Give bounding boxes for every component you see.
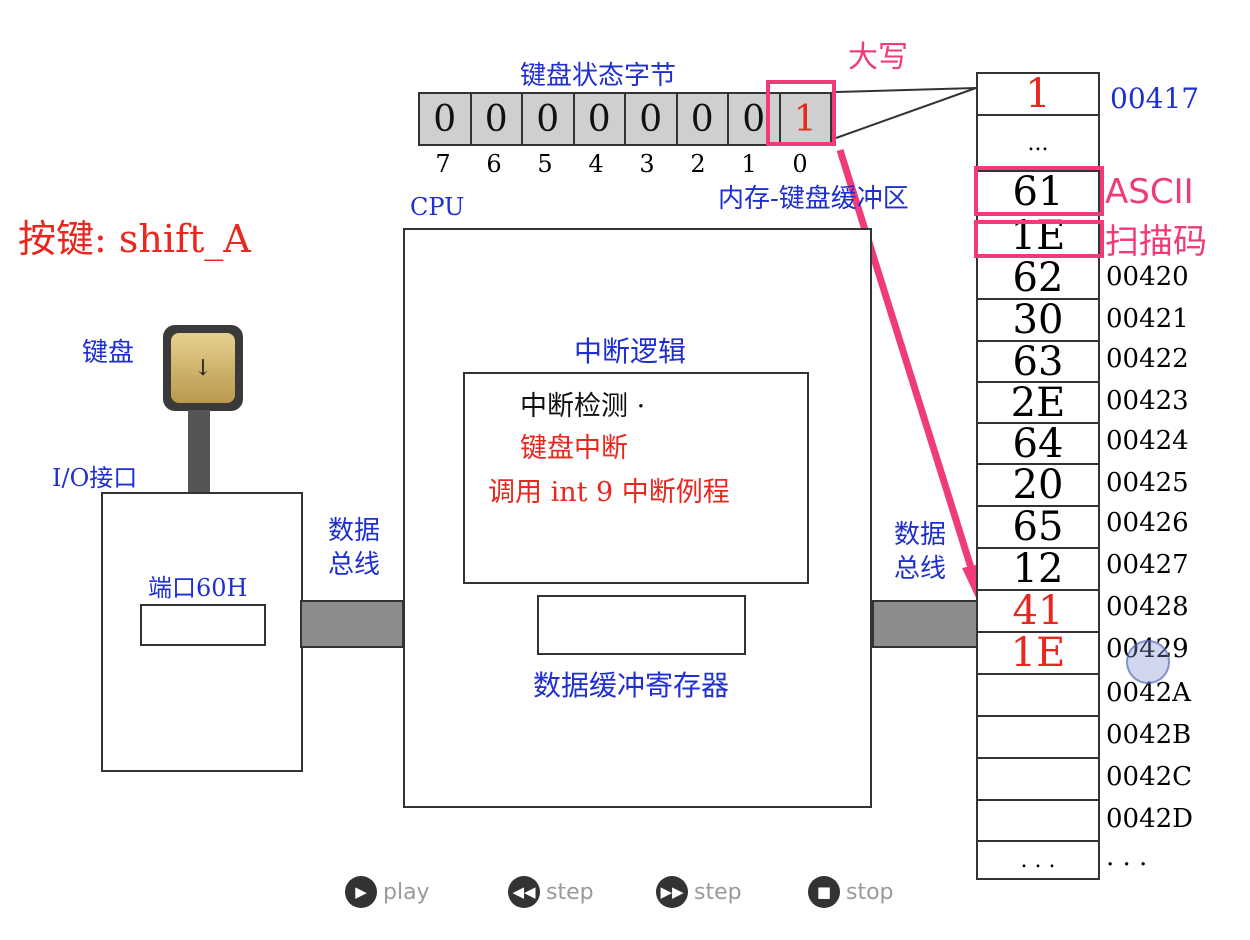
keyboard-interrupt-text: 键盘中断 [520, 433, 628, 464]
memory-bottom-border [976, 878, 1100, 880]
data-bus-left [300, 600, 404, 648]
memory-cell [976, 673, 1100, 715]
memory-cell: ... [976, 114, 1100, 170]
memory-cell: 63 [976, 340, 1100, 382]
status-bit-caps: 1 [793, 98, 817, 140]
memory-address: 0042D [1106, 804, 1194, 834]
play-button[interactable]: ▶ play [345, 876, 430, 908]
memory-cell [976, 757, 1100, 799]
io-interface-label: I/O接口 [52, 464, 138, 492]
ascii-highlight-box [974, 166, 1104, 216]
interrupt-logic-box [463, 372, 809, 584]
memory-address: 00417 [1110, 82, 1200, 115]
int9-text: 调用 int 9 中断例程 [488, 477, 730, 508]
cpu-box [403, 228, 872, 808]
rewind-icon: ◀◀ [508, 876, 540, 908]
stop-label: stop [846, 879, 894, 905]
memory-cell: 65 [976, 505, 1100, 547]
down-arrow-icon[interactable]: ↓ [171, 333, 235, 403]
cpu-label: CPU [410, 193, 465, 221]
bit-index: 6 [486, 150, 502, 178]
memory-address: 00427 [1106, 550, 1189, 580]
data-bus-left-label: 数据 总线 [328, 514, 380, 582]
memory-address: 00428 [1106, 592, 1189, 622]
bus-label-line: 数据 [894, 520, 947, 550]
status-bit: 0 [626, 94, 678, 144]
memory-address: 0042C [1106, 762, 1193, 792]
status-bit: 0 [420, 94, 472, 144]
bus-label-line: 数据 [328, 516, 381, 546]
bus-label-line: 总线 [328, 550, 381, 580]
stop-icon: ■ [808, 876, 840, 908]
memory-address: 00422 [1106, 344, 1189, 374]
data-bus-right [872, 600, 978, 648]
memory-cell: 2E [976, 381, 1100, 423]
keyboard-cable [188, 410, 210, 494]
memory-cell: 1E [976, 631, 1100, 673]
hand-cursor-icon [1126, 640, 1170, 684]
memory-cell [976, 715, 1100, 757]
status-byte-bits: 0 0 0 0 0 0 0 1 [418, 92, 832, 146]
step-forward-label: step [694, 879, 742, 905]
memory-buffer-label: 内存-键盘缓冲区 [718, 184, 909, 214]
bit-index: 2 [690, 150, 706, 178]
status-bit: 0 [678, 94, 729, 144]
ascii-label: ASCII [1105, 172, 1194, 212]
memory-cell: 64 [976, 422, 1100, 464]
memory-cell: 30 [976, 298, 1100, 340]
key-title: 按键: shift_A [18, 217, 251, 261]
memory-address: 00425 [1106, 468, 1189, 498]
step-back-label: step [546, 879, 594, 905]
data-buffer-register [537, 595, 746, 655]
interrupt-logic-title: 中断逻辑 [574, 335, 687, 368]
memory-cell: 41 [976, 589, 1100, 631]
memory-cell: 12 [976, 547, 1100, 589]
status-bit: 0 [472, 94, 523, 144]
status-byte-title: 键盘状态字节 [520, 61, 677, 91]
memory-address: . . . [1106, 842, 1148, 872]
scan-code-label: 扫描码 [1105, 222, 1207, 262]
bit-index: 7 [435, 150, 451, 178]
memory-address: 00421 [1106, 304, 1189, 334]
memory-cell: 62 [976, 256, 1100, 298]
port-register [140, 604, 266, 646]
memory-cell: . . . [976, 840, 1100, 878]
data-buffer-label: 数据缓冲寄存器 [533, 669, 730, 702]
scan-code-highlight-box [974, 220, 1104, 258]
play-icon: ▶ [345, 876, 377, 908]
step-back-button[interactable]: ◀◀ step [508, 876, 594, 908]
bit-index: 3 [639, 150, 655, 178]
memory-cell: 1 [976, 72, 1100, 114]
status-bit: 0 [523, 94, 575, 144]
memory-address: 00426 [1106, 508, 1189, 538]
bit-index: 0 [792, 150, 808, 178]
keyboard-label: 键盘 [82, 338, 135, 368]
step-forward-button[interactable]: ▶▶ step [656, 876, 742, 908]
caps-label: 大写 [848, 40, 908, 75]
interrupt-detect-text: 中断检测 · [520, 391, 646, 422]
memory-cell [976, 799, 1100, 840]
memory-address: 0042B [1106, 720, 1192, 750]
caps-highlight-box [766, 80, 836, 146]
data-bus-right-label: 数据 总线 [894, 518, 946, 586]
port-label: 端口60H [148, 574, 248, 602]
memory-address: 00424 [1106, 426, 1189, 456]
bit-index: 5 [537, 150, 553, 178]
status-bit: 0 [575, 94, 626, 144]
play-label: play [383, 879, 430, 905]
bus-label-line: 总线 [894, 554, 947, 584]
memory-address: 00423 [1106, 386, 1189, 416]
memory-address: 00420 [1106, 262, 1189, 292]
fast-forward-icon: ▶▶ [656, 876, 688, 908]
status-bit: 0 [729, 94, 781, 144]
stop-button[interactable]: ■ stop [808, 876, 894, 908]
memory-cell: 20 [976, 463, 1100, 505]
bit-index: 1 [741, 150, 757, 178]
bit-index: 4 [588, 150, 604, 178]
